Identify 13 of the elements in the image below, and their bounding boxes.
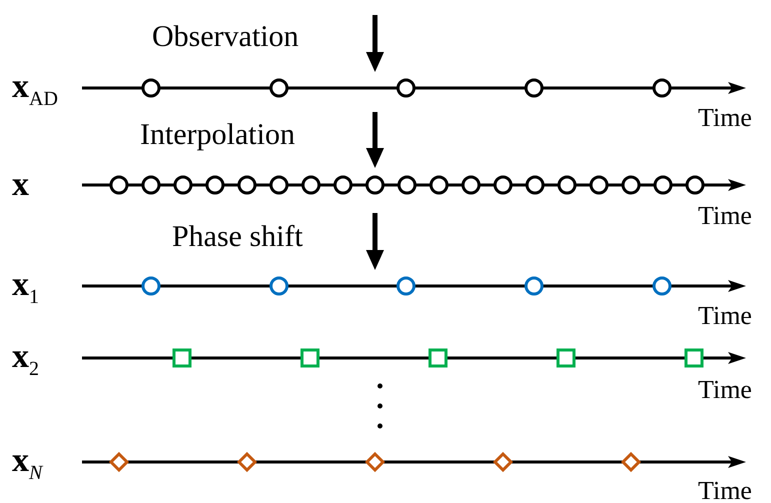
- step-label: Phase shift: [172, 222, 303, 252]
- signal-label: x$_{1}$: [12, 268, 39, 307]
- step-label: Interpolation: [140, 120, 295, 150]
- axis-label: Time: [698, 105, 752, 131]
- signal-label: x: [12, 168, 29, 202]
- signal-label: x$_{2}$: [12, 340, 39, 379]
- axis-label: Time: [698, 303, 752, 329]
- axis-label: Time: [698, 478, 752, 503]
- axis-label: Time: [698, 203, 752, 229]
- step-label: Observation: [152, 22, 299, 52]
- signal-label: x$_{N}$: [12, 444, 42, 483]
- signal-label: x$_{AD}$: [12, 70, 58, 109]
- axis-label: Time: [698, 377, 752, 403]
